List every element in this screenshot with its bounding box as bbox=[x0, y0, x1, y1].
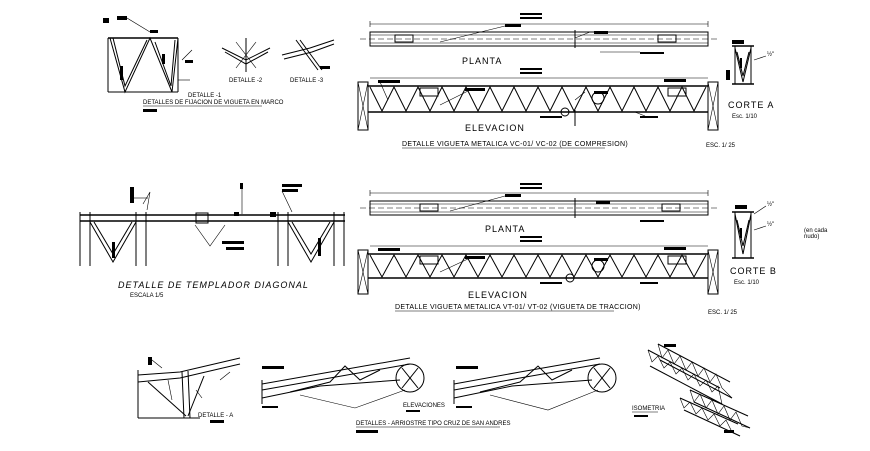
elevaciones-label: ELEVACIONES bbox=[403, 403, 445, 409]
svg-text:½": ½" bbox=[767, 201, 774, 208]
isometria-label: ISOMETRIA bbox=[632, 406, 665, 412]
detalle-1-drawing: DETALLE -1 bbox=[103, 16, 222, 99]
svg-text:nudo): nudo) bbox=[804, 234, 819, 240]
vc-title: DETALLE VIGUETA METALICA VC-01/ VC-02 (D… bbox=[402, 141, 628, 148]
detalle-1-label: DETALLE -1 bbox=[188, 93, 222, 99]
svg-text:½": ½" bbox=[767, 51, 774, 58]
templador-scale: ESCALA 1/5 bbox=[130, 293, 164, 299]
corte-a-scale: Esc. 1/10 bbox=[732, 114, 758, 120]
corte-a-drawing: ½" CORTE A Esc. 1/10 bbox=[726, 40, 774, 120]
corte-b-drawing: ½" ½" (en cada nudo) CORTE B Esc. 1/10 bbox=[730, 201, 828, 286]
vt-elevacion-drawing: ELEVACION bbox=[357, 236, 719, 300]
isometria-drawing: ISOMETRIA bbox=[632, 343, 751, 437]
svg-text:(en cada: (en cada bbox=[804, 228, 828, 234]
vc-scale: ESC. 1/ 25 bbox=[706, 143, 736, 149]
vt-title: DETALLE VIGUETA METALICA VT-01/ VT-02 (V… bbox=[395, 304, 641, 311]
vc-planta-label: PLANTA bbox=[462, 56, 502, 66]
fijacion-title: DETALLES DE FIJACION DE VIGUETA EN MARCO bbox=[143, 100, 284, 106]
corte-b-label: CORTE B bbox=[730, 266, 777, 276]
corte-b-scale: Esc. 1/10 bbox=[734, 280, 760, 286]
templador-drawing: DETALLE DE TEMPLADOR DIAGONAL ESCALA 1/5 bbox=[79, 183, 345, 299]
vt-planta-label: PLANTA bbox=[485, 224, 525, 234]
detalle-2-drawing: DETALLE -2 bbox=[221, 38, 271, 84]
detalle-a-drawing: DETALLE - A bbox=[137, 357, 241, 423]
corte-a-label: CORTE A bbox=[728, 100, 774, 110]
vt-elevacion-label: ELEVACION bbox=[468, 290, 528, 300]
templador-title: DETALLE DE TEMPLADOR DIAGONAL bbox=[118, 280, 309, 290]
vt-planta-drawing: PLANTA bbox=[360, 183, 718, 234]
detalle-2-label: DETALLE -2 bbox=[229, 78, 263, 84]
arriostre-title: DETALLES - ARRIOSTRE TIPO CRUZ DE SAN AN… bbox=[356, 421, 510, 427]
vc-elevacion-drawing: ELEVACION bbox=[357, 68, 719, 133]
arriostre-1-drawing: ELEVACIONES bbox=[261, 357, 445, 412]
detalle-a-label: DETALLE - A bbox=[198, 413, 233, 419]
detalle-3-label: DETALLE -3 bbox=[290, 78, 324, 84]
vc-planta-drawing: PLANTA bbox=[360, 13, 718, 66]
vc-elevacion-label: ELEVACION bbox=[465, 123, 525, 133]
detalle-3-drawing: DETALLE -3 bbox=[281, 39, 335, 84]
vt-scale: ESC. 1/ 25 bbox=[708, 310, 738, 316]
arriostre-2-drawing bbox=[453, 357, 617, 411]
svg-text:½": ½" bbox=[767, 221, 774, 228]
